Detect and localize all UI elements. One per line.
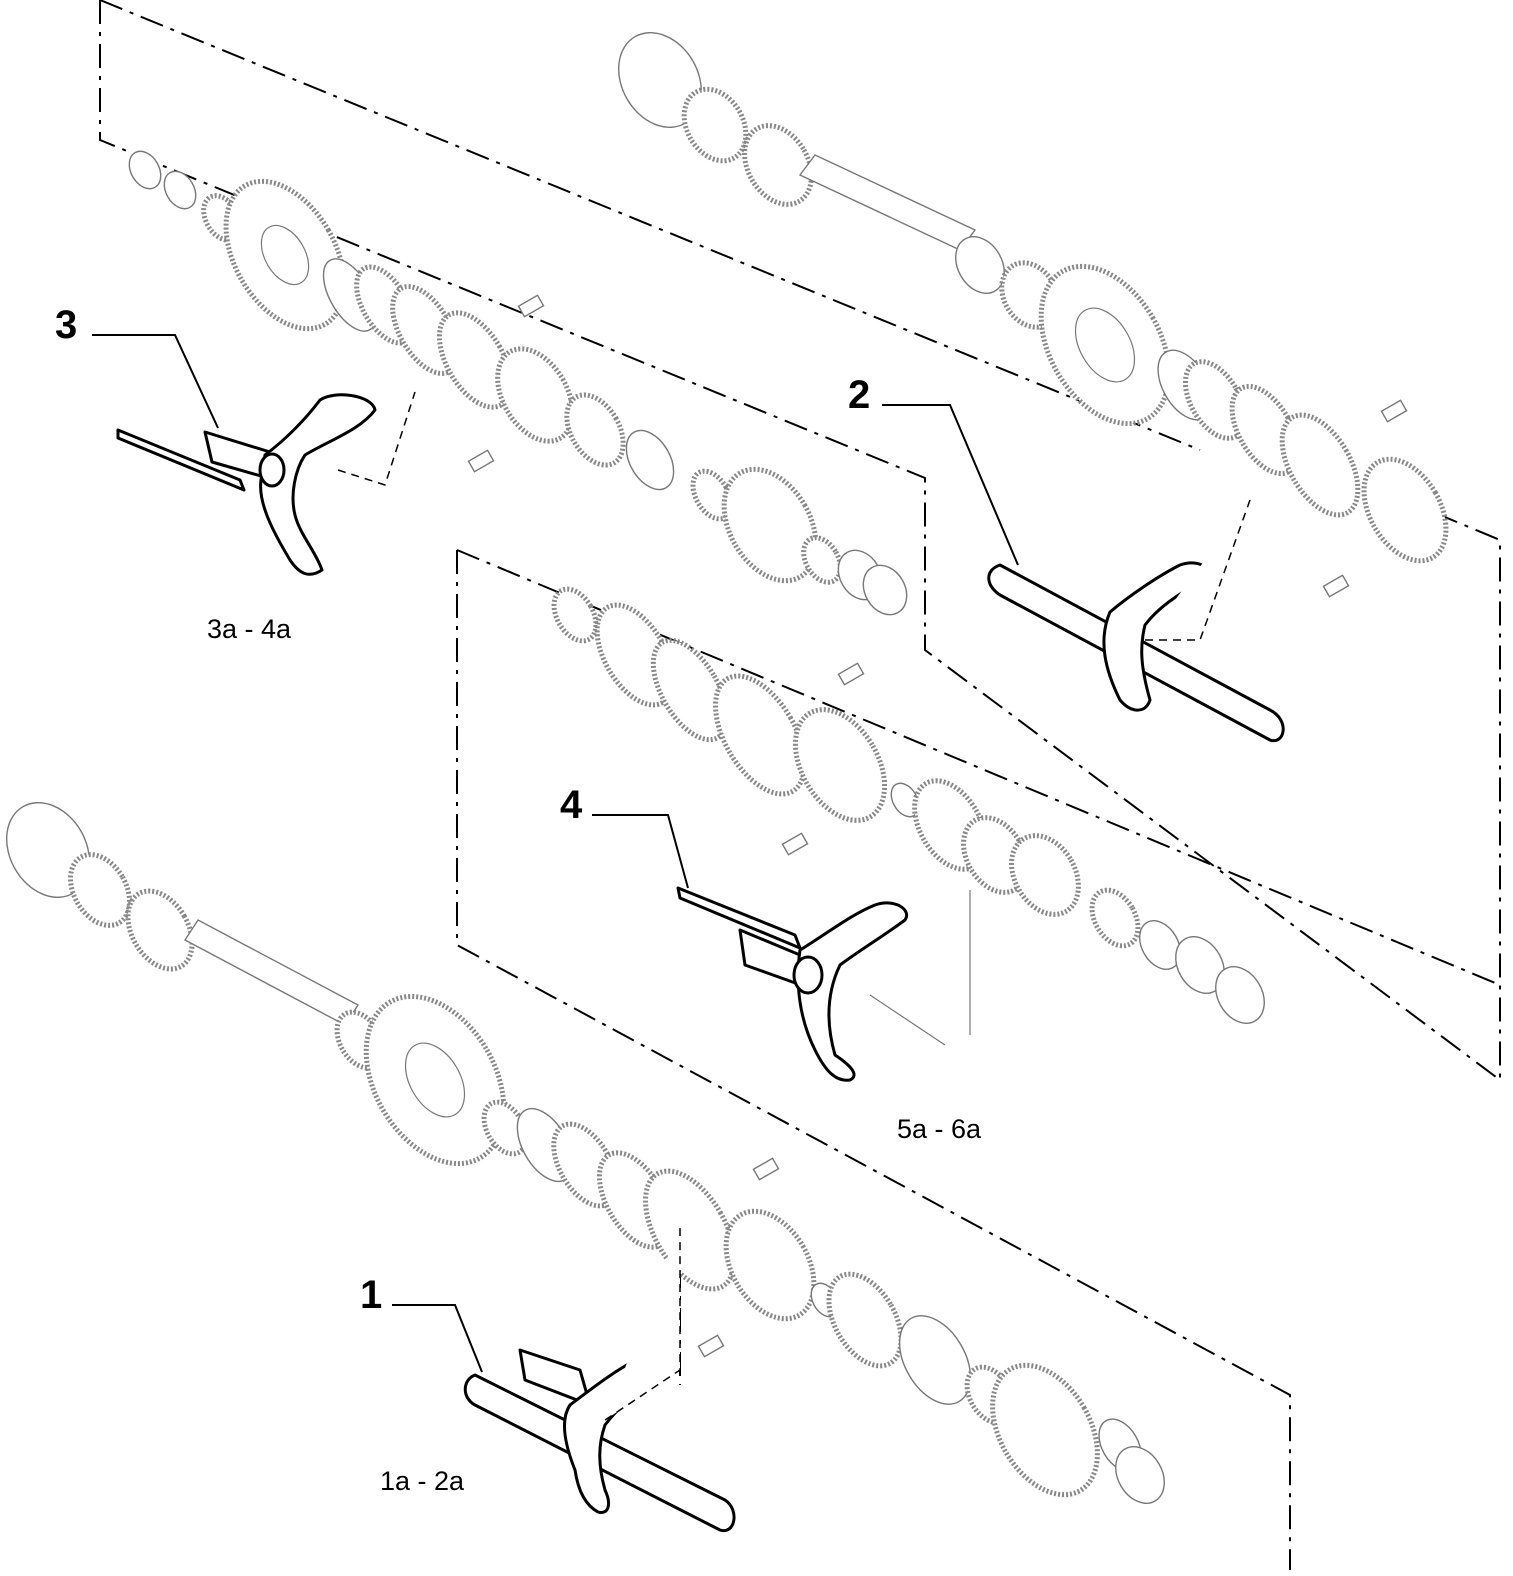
shift-fork-4: [676, 886, 909, 1082]
shaft-5a-6a-assembly: [551, 586, 1265, 1046]
shift-fork-1: [463, 1225, 736, 1533]
shaft-3a-4a-assembly: [128, 150, 908, 616]
gear-pair-label-1a-2a: 1a - 2a: [380, 1466, 465, 1496]
shift-fork-3: [116, 391, 416, 576]
shaft-1a-2a-assembly: [5, 802, 1165, 1504]
shift-fork-2: [987, 499, 1285, 743]
callout-number-1: 1: [360, 1273, 382, 1317]
gear-pair-label-5a-6a: 5a - 6a: [897, 1114, 982, 1144]
upper-shaft-assembly: [617, 32, 1449, 598]
gear-pair-label-3a-4a: 3a - 4a: [207, 614, 292, 644]
callout-number-2: 2: [848, 373, 870, 417]
leader-line-2: [882, 404, 1019, 566]
leader-line-1: [392, 1304, 483, 1373]
callout-number-4: 4: [560, 783, 583, 827]
leader-line-4: [592, 814, 689, 889]
leader-line-3: [92, 334, 219, 429]
callout-number-3: 3: [55, 303, 77, 347]
boundary-3a-4a: [99, 0, 1501, 1082]
